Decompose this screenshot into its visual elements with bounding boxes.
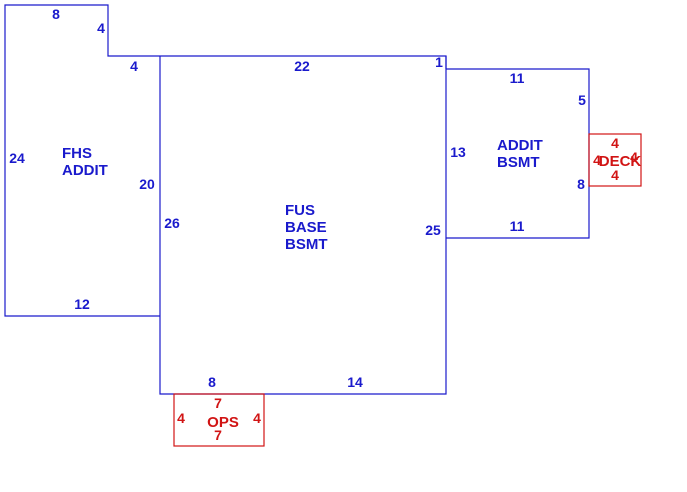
- dim-fhs-left: 24: [9, 150, 25, 166]
- label-fhs-addit-line2: ADDIT: [62, 162, 108, 179]
- ops-outline: [173, 393, 265, 447]
- label-fus-base-line3: BSMT: [285, 236, 328, 253]
- dim-fus-bottom-right: 14: [347, 374, 363, 390]
- dim-deck-bottom: 4: [611, 167, 619, 183]
- label-fus-base-line2: BASE: [285, 219, 327, 236]
- dim-ops-left: 4: [177, 410, 185, 426]
- dim-deck-left: 4: [593, 152, 601, 168]
- dim-fhs-top: 8: [52, 6, 60, 22]
- dim-addit-right-bottom: 8: [577, 176, 585, 192]
- fus-base-bsmt-outline: [159, 55, 447, 395]
- dim-fhs-bottom: 12: [74, 296, 90, 312]
- dim-fus-bottom-left: 8: [208, 374, 216, 390]
- dim-fhs-notch-horizontal: 4: [130, 58, 138, 74]
- dim-ops-bottom: 7: [214, 427, 222, 443]
- dim-fus-left: 26: [164, 215, 180, 231]
- label-addit-bsmt-line1: ADDIT: [497, 137, 543, 154]
- dim-fhs-right: 20: [139, 176, 155, 192]
- deck-outline: [588, 133, 642, 187]
- dim-fus-corner: 1: [435, 54, 443, 70]
- dim-fhs-notch-vertical: 4: [97, 20, 105, 36]
- dim-ops-top: 7: [214, 395, 222, 411]
- dim-deck-right: 4: [630, 149, 638, 165]
- dim-ops-right: 4: [253, 410, 261, 426]
- label-deck: DECK: [599, 153, 642, 170]
- dim-deck-top: 4: [611, 135, 619, 151]
- label-ops: OPS: [207, 414, 239, 431]
- dim-fus-right: 25: [425, 222, 441, 238]
- label-addit-bsmt-line2: BSMT: [497, 154, 540, 171]
- label-fhs-addit-line1: FHS: [62, 145, 92, 162]
- dim-addit-left: 13: [450, 144, 466, 160]
- dim-fus-top: 22: [294, 58, 310, 74]
- dim-addit-right-top: 5: [578, 92, 586, 108]
- dim-addit-top: 11: [510, 70, 525, 86]
- label-fus-base-line1: FUS: [285, 202, 315, 219]
- dim-addit-bottom: 11: [510, 218, 525, 234]
- fhs-addit-outline: [4, 4, 160, 317]
